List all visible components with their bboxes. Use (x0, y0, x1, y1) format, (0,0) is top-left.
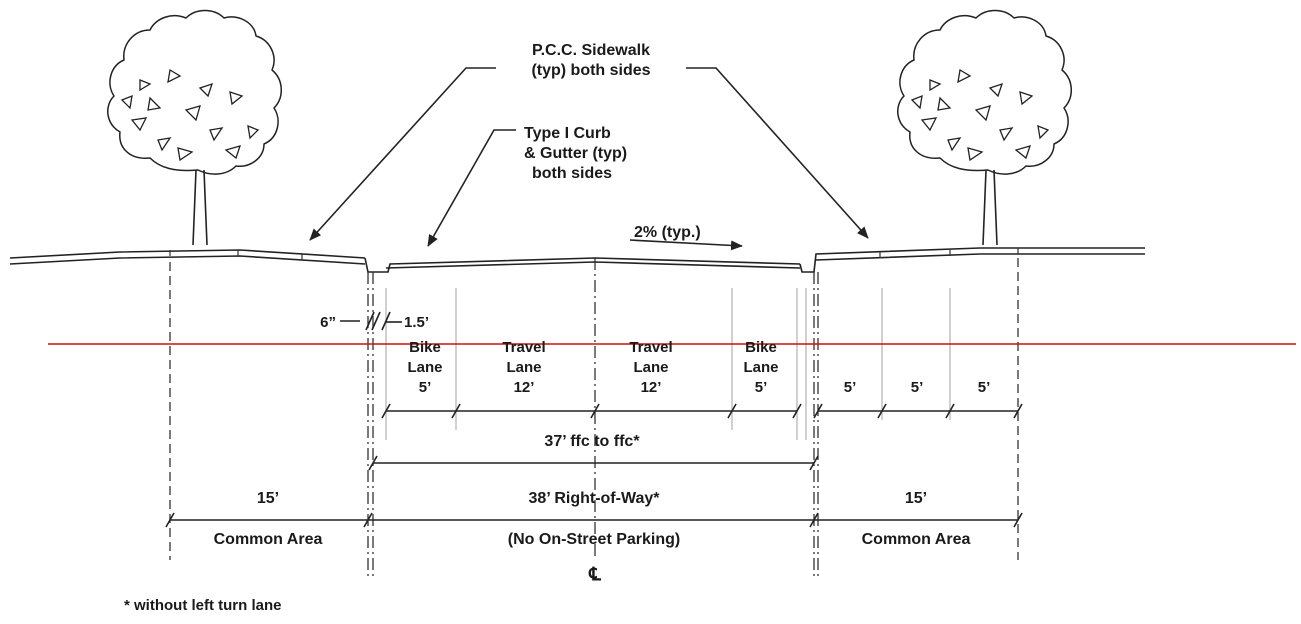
reference-lines (169, 258, 1019, 580)
sidewalk-callout-line1: P.C.C. Sidewalk (532, 42, 650, 59)
footnote: * without left turn lane (124, 597, 282, 614)
slope-label: 2% (typ.) (634, 224, 701, 241)
bike-lane-right-line2: Lane (743, 359, 778, 376)
left-tree-icon (107, 9, 282, 246)
text-labels: P.C.C. Sidewalk (typ) both sides Type I … (124, 42, 990, 614)
curb-callout-line2: & Gutter (typ) (524, 145, 627, 162)
ffc-dimension-label: 37’ ffc to ffc* (544, 433, 640, 450)
left-common-label: Common Area (214, 531, 323, 548)
right-segment-2-width: 5’ (911, 379, 924, 396)
street-profile (9, 247, 1145, 273)
right-common-label: Common Area (862, 531, 971, 548)
travel-lane-left-line2: Lane (506, 359, 541, 376)
bike-lane-right-width: 5’ (755, 379, 768, 396)
right-segment-3-width: 5’ (978, 379, 991, 396)
bike-lane-right-line1: Bike (745, 339, 777, 356)
row-width-label: 38’ Right-of-Way* (529, 490, 661, 507)
sidewalk-callout-line2: (typ) both sides (531, 62, 650, 79)
travel-lane-right-line1: Travel (629, 339, 672, 356)
right-segment-1-width: 5’ (844, 379, 857, 396)
curb-callout-line1: Type I Curb (524, 125, 611, 142)
bike-lane-left-width: 5’ (419, 379, 432, 396)
travel-lane-right-width: 12’ (641, 379, 662, 396)
travel-lane-right-line2: Lane (633, 359, 668, 376)
curb-callout-line3: both sides (532, 165, 612, 182)
right-common-width: 15’ (905, 490, 927, 507)
gutter-1-5ft-label: 1.5’ (404, 314, 429, 331)
bike-lane-left-line1: Bike (409, 339, 441, 356)
bike-lane-left-line2: Lane (407, 359, 442, 376)
right-tree-icon (897, 9, 1072, 246)
travel-lane-left-width: 12’ (514, 379, 535, 396)
travel-lane-left-line1: Travel (502, 339, 545, 356)
centerline-symbol: ℄ (588, 564, 601, 584)
dimension-lines (165, 311, 1023, 528)
gutter-6in-label: 6” (320, 314, 336, 331)
left-common-width: 15’ (257, 490, 279, 507)
row-note-label: (No On-Street Parking) (508, 531, 680, 548)
callout-leaders (309, 67, 869, 251)
